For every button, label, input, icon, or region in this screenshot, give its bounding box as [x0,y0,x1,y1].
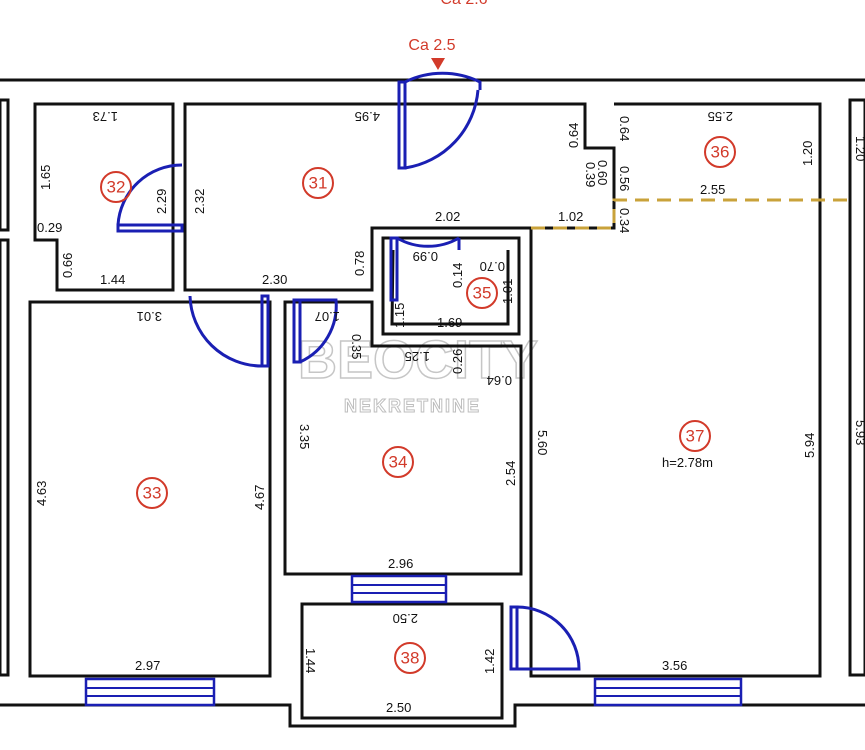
room-37-height: h=2.78m [662,455,713,470]
dim-33-right: 4.67 [252,485,267,510]
dim-36-top: 2.55 [708,109,733,124]
dim-34-notch2: 0.26 [450,349,465,374]
dim-38-right: 1.42 [482,649,497,674]
dim-35-bottom: 1.69 [437,315,462,330]
entrance-arrow-icon [431,58,445,70]
room-31-walls [183,102,616,292]
door-room-32[interactable] [116,163,184,233]
door-room-35[interactable] [389,236,461,302]
dim-35-small: 0.70 [480,259,505,274]
dim-35-door: 0.14 [450,263,465,288]
room-35-walls [381,236,521,336]
door-room-34[interactable] [292,298,338,364]
dim-36-step: 0.56 [617,166,632,191]
dim-34-top: 1.07 [315,309,340,324]
room-32-badge: 32 [100,171,132,203]
dim-32-left: 1.65 [38,165,53,190]
room-34-walls [283,300,523,576]
dim-38-bottom: 2.50 [386,700,411,715]
dim-36-bottom: 2.55 [700,182,725,197]
room-31-badge: 31 [302,167,334,199]
entrance-top-label: Ca 2.6 [440,0,487,8]
dim-34-right: 2.54 [503,461,518,486]
door-room-33[interactable] [188,294,270,368]
outer-walls [0,78,865,728]
svg-text:34: 34 [389,453,408,472]
entrance-label: Ca 2.5 [408,37,455,54]
dim-33-top: 3.01 [137,309,162,324]
dim-32-step: 0.66 [60,253,75,278]
dim-34-notch: 1.25 [405,349,430,364]
dim-35-right: 1.01 [500,279,515,304]
dim-34-bottom: 2.96 [388,556,413,571]
dim-31-top: 4.95 [355,109,380,124]
dim-37-right: 5.94 [802,433,817,458]
dim-34-small: 0.35 [349,334,364,359]
svg-text:37: 37 [686,427,705,446]
door-room-38[interactable] [509,605,581,671]
dim-34-notch3: 0.64 [487,373,512,388]
dim-32-bottom: 1.44 [100,272,125,287]
dim-36-right: 1.20 [800,141,815,166]
dim-36-left: 0.64 [617,116,632,141]
dim-31-step: 0.78 [352,251,367,276]
dim-33-left: 4.63 [34,481,49,506]
room-33-badge: 33 [136,477,168,509]
window-room-33 [84,677,216,707]
room-32-walls [33,102,175,292]
svg-text:32: 32 [107,178,126,197]
dim-34-left: 3.35 [297,424,312,449]
room-37-badge: 37 [679,420,711,452]
room-36-badge: 36 [704,136,736,168]
watermark-sub: NEKRETNINE [344,396,481,416]
door-entrance[interactable] [397,71,482,170]
svg-text:38: 38 [401,649,420,668]
dim-38-left: 1.44 [303,648,318,673]
dim-31-dash: 1.02 [558,209,583,224]
svg-text:35: 35 [473,284,492,303]
dim-31-bottom: 2.30 [262,272,287,287]
room-34-badge: 34 [382,446,414,478]
dim-31-left: 2.32 [192,189,207,214]
dim-35-top: 0.99 [413,249,438,264]
room-37-walls [529,102,822,678]
svg-text:36: 36 [711,143,730,162]
window-room-34 [350,574,448,604]
dim-35-left: 1.15 [392,303,407,328]
dim-37-left: 5.60 [535,430,550,455]
room-35-badge: 35 [466,277,498,309]
dim-32-door: 2.29 [154,189,169,214]
dim-32-small: 0.29 [37,220,62,235]
dim-31-notch: 0.64 [566,123,581,148]
dim-36-step2: 0.60 [595,160,610,185]
dim-33-bottom: 2.97 [135,658,160,673]
watermark-brand: BEOCITY [298,330,538,390]
zone-divider [531,198,850,230]
dim-neighbor-side: 5.93 [853,420,865,445]
dim-31-notch2: 0.39 [583,162,598,187]
dim-neighbor-top: 1.20 [853,136,865,161]
room-38-walls [300,602,504,720]
dim-31-corridor: 2.02 [435,209,460,224]
svg-text:31: 31 [309,174,328,193]
svg-text:33: 33 [143,484,162,503]
room-38-badge: 38 [394,642,426,674]
dim-32-top: 1.73 [93,109,118,124]
dim-37-bottom: 3.56 [662,658,687,673]
window-room-37 [593,677,743,707]
dim-38-top: 2.50 [393,611,418,626]
dim-36-step3: 0.34 [617,208,632,233]
